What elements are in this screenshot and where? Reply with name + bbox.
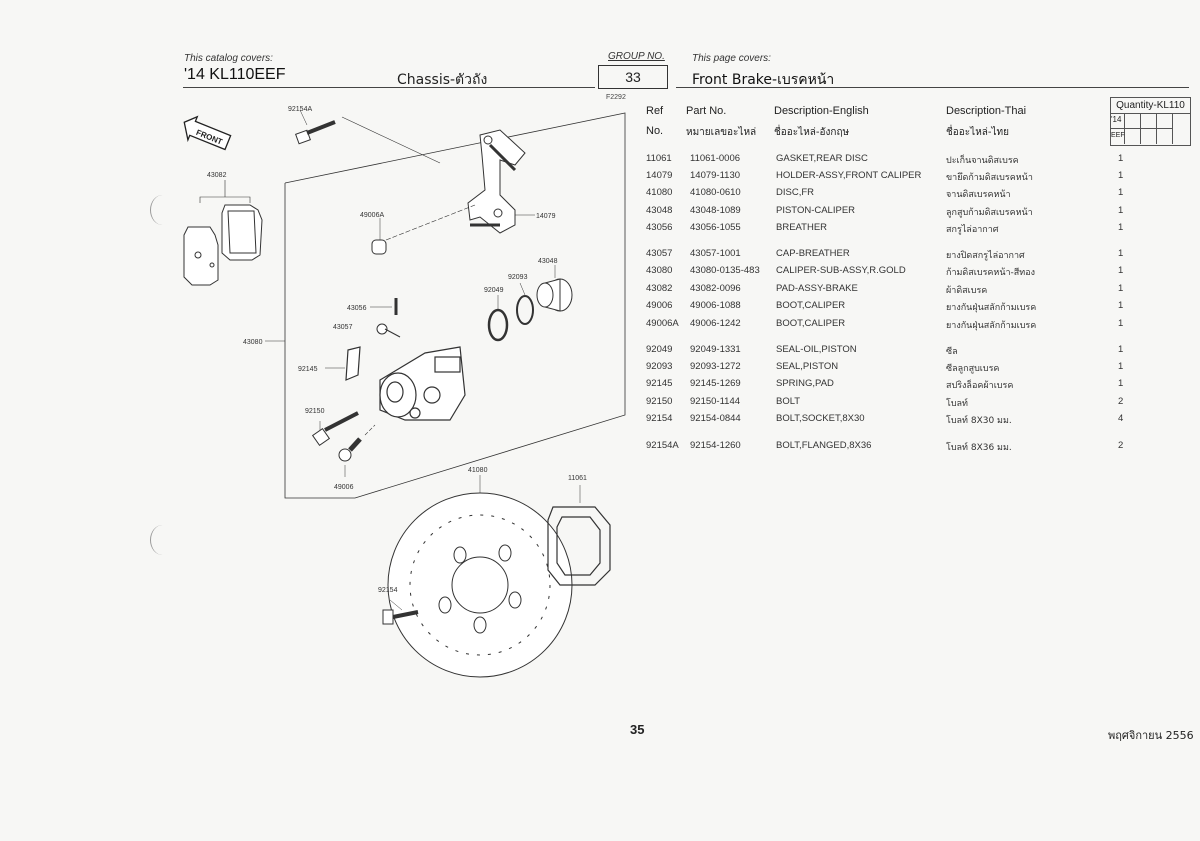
punch-hole-bottom xyxy=(150,525,175,555)
quantity-cell xyxy=(1157,113,1173,129)
col-desc-en-header-thai: ชื่ออะไหล่-อังกฤษ xyxy=(774,127,850,138)
col-part-header-thai: หมายเลขอะไหล่ xyxy=(686,127,757,138)
front-arrow-icon: FRONT xyxy=(183,115,232,151)
model-name: '14 KL110EEF xyxy=(184,66,286,83)
bolt-92154a xyxy=(295,120,336,145)
figure-id: F2292 xyxy=(606,94,626,101)
callout-11061: 11061 xyxy=(568,475,587,482)
callout-49006a: 49006A xyxy=(360,212,384,219)
header-rule-right xyxy=(676,87,1189,88)
quantity-year: '14 xyxy=(1111,113,1125,129)
caliper-holder xyxy=(467,129,526,234)
callout-41080: 41080 xyxy=(468,467,488,474)
quantity-cell xyxy=(1157,129,1173,144)
callout-43080: 43080 xyxy=(243,339,263,346)
col-desc-th-header-thai: ชื่ออะไหล่-ไทย xyxy=(946,127,1010,138)
header-rule-left xyxy=(183,87,595,88)
col-ref-header: Ref xyxy=(646,105,664,117)
callout-43057: 43057 xyxy=(333,324,353,331)
brake-disc xyxy=(387,492,573,678)
exploded-diagram: FRONT xyxy=(183,106,626,678)
callout-92145: 92145 xyxy=(298,366,318,373)
group-label: GROUP NO. xyxy=(608,51,665,62)
callout-92150: 92150 xyxy=(305,408,325,415)
col-part-header: Part No. xyxy=(686,105,727,117)
quantity-cell xyxy=(1125,113,1141,129)
caliper-body xyxy=(379,346,466,421)
callout-43056: 43056 xyxy=(347,305,367,312)
punch-hole-top xyxy=(150,195,175,225)
callout-92049: 92049 xyxy=(484,287,504,294)
bolt-92150 xyxy=(311,411,359,447)
brake-pads xyxy=(183,204,263,286)
callout-49006: 49006 xyxy=(334,484,354,491)
col-desc-th-header: Description-Thai xyxy=(946,105,1027,117)
caliper-piston xyxy=(536,278,573,312)
callout-92154: 92154 xyxy=(378,587,398,594)
quantity-title: Quantity-KL110 xyxy=(1111,98,1190,114)
quantity-cell xyxy=(1141,129,1157,144)
callout-14079: 14079 xyxy=(536,213,556,220)
quantity-variant: EEF xyxy=(1111,129,1125,144)
section-name: Chassis-ตัวถัง xyxy=(397,72,488,88)
quantity-cell xyxy=(1141,113,1157,129)
callout-43082: 43082 xyxy=(207,172,227,179)
page-number: 35 xyxy=(630,722,645,737)
callout-92154a: 92154A xyxy=(288,106,312,113)
group-number: 33 xyxy=(598,65,668,89)
disc-gasket xyxy=(547,506,611,586)
publish-date: พฤศจิกายน 2556 xyxy=(1108,729,1194,742)
catalog-covers-label: This catalog covers: xyxy=(184,53,273,64)
quantity-cell xyxy=(1125,129,1141,144)
page-title: Front Brake-เบรคหน้า xyxy=(692,72,835,88)
quantity-box: Quantity-KL110 '14 EEF xyxy=(1110,97,1191,146)
col-ref-header-2: No. xyxy=(646,125,664,137)
bolt-92154 xyxy=(382,609,419,625)
callout-43048: 43048 xyxy=(538,258,558,265)
callout-92093: 92093 xyxy=(508,274,528,281)
page-covers-label: This page covers: xyxy=(692,53,771,64)
col-desc-en-header: Description-English xyxy=(774,105,869,117)
